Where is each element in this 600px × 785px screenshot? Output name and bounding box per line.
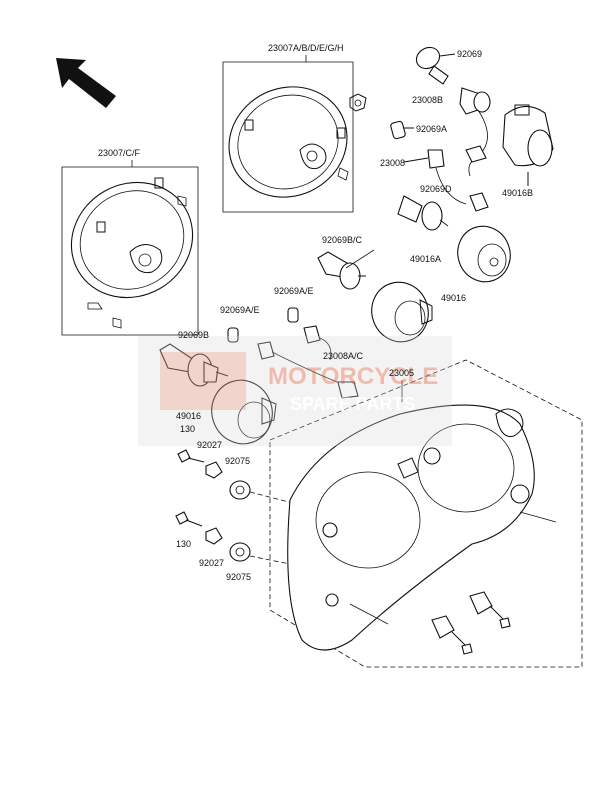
- label-bulb-top: 92069: [457, 49, 482, 59]
- part-labels: 23007A/B/D/E/G/H 23007/C/F 92069 23008B …: [98, 43, 533, 582]
- bulb-92069d-group: [397, 195, 449, 231]
- label-left-rim: 23007/C/F: [98, 148, 141, 158]
- socket-23008ac-group: [257, 341, 359, 399]
- bulb-92069ae-mid-group: [287, 307, 332, 361]
- label-socket-23008ac: 23008A/C: [323, 351, 364, 361]
- label-bulb-a-top: 92069A: [416, 124, 447, 134]
- watermark: MOTORCYCLE SPARE PARTS: [138, 336, 452, 446]
- socket-23008b-group: [459, 87, 491, 177]
- label-housing-23005: 23005: [389, 368, 414, 378]
- label-lamp-49016-left: 49016: [176, 411, 201, 421]
- bulb-92069ae-left-group: [227, 327, 239, 343]
- label-grommet-92075-upper: 92075: [225, 456, 250, 466]
- bulb-92069a-top-group: [390, 120, 414, 140]
- fasteners-lower-group: [175, 511, 331, 573]
- label-bulb-d: 92069D: [420, 184, 452, 194]
- watermark-line1: MOTORCYCLE: [268, 363, 438, 390]
- label-bulb-bc: 92069B/C: [322, 235, 363, 245]
- housing-23005-group: [269, 359, 583, 668]
- label-bulb-92069b: 92069B: [178, 330, 209, 340]
- socket-23008-group: [403, 149, 489, 212]
- rim-23007a-group: [222, 61, 367, 213]
- label-bolt-130-lower: 130: [176, 539, 191, 549]
- rim-23007-group: [61, 166, 199, 336]
- lamp-49016-left-group: [211, 379, 277, 445]
- bulb-92069b-group: [159, 343, 229, 387]
- bulb-92069bc-group: [317, 251, 366, 290]
- label-lamp-49016-right: 49016: [441, 293, 466, 303]
- label-bulb-ae-left: 92069A/E: [220, 305, 260, 315]
- bulb-92069-group: [415, 46, 456, 85]
- label-lamp-49016a: 49016A: [410, 254, 441, 264]
- label-bulb-ae-mid: 92069A/E: [274, 286, 314, 296]
- label-bolt-130-upper: 130: [180, 424, 195, 434]
- watermark-line2: SPARE PARTS: [290, 394, 415, 414]
- adjusters-group: [431, 591, 511, 655]
- label-grommet-92075-lower: 92075: [226, 572, 251, 582]
- label-socket-23008: 23008: [380, 158, 405, 168]
- fasteners-upper-group: [177, 449, 321, 511]
- lamp-49016-right-group: [371, 281, 433, 343]
- label-washer-92027-lower: 92027: [199, 558, 224, 568]
- arrow-up-left-icon: [56, 58, 116, 108]
- lamp-49016b-group: [502, 104, 554, 186]
- label-top-rim: 23007A/B/D/E/G/H: [268, 43, 344, 53]
- label-socket-top: 23008B: [412, 95, 443, 105]
- label-washer-92027-upper: 92027: [197, 440, 222, 450]
- lamp-49016a-group: [457, 225, 511, 283]
- label-lamp-49016b: 49016B: [502, 188, 533, 198]
- leader-lines: [131, 55, 403, 402]
